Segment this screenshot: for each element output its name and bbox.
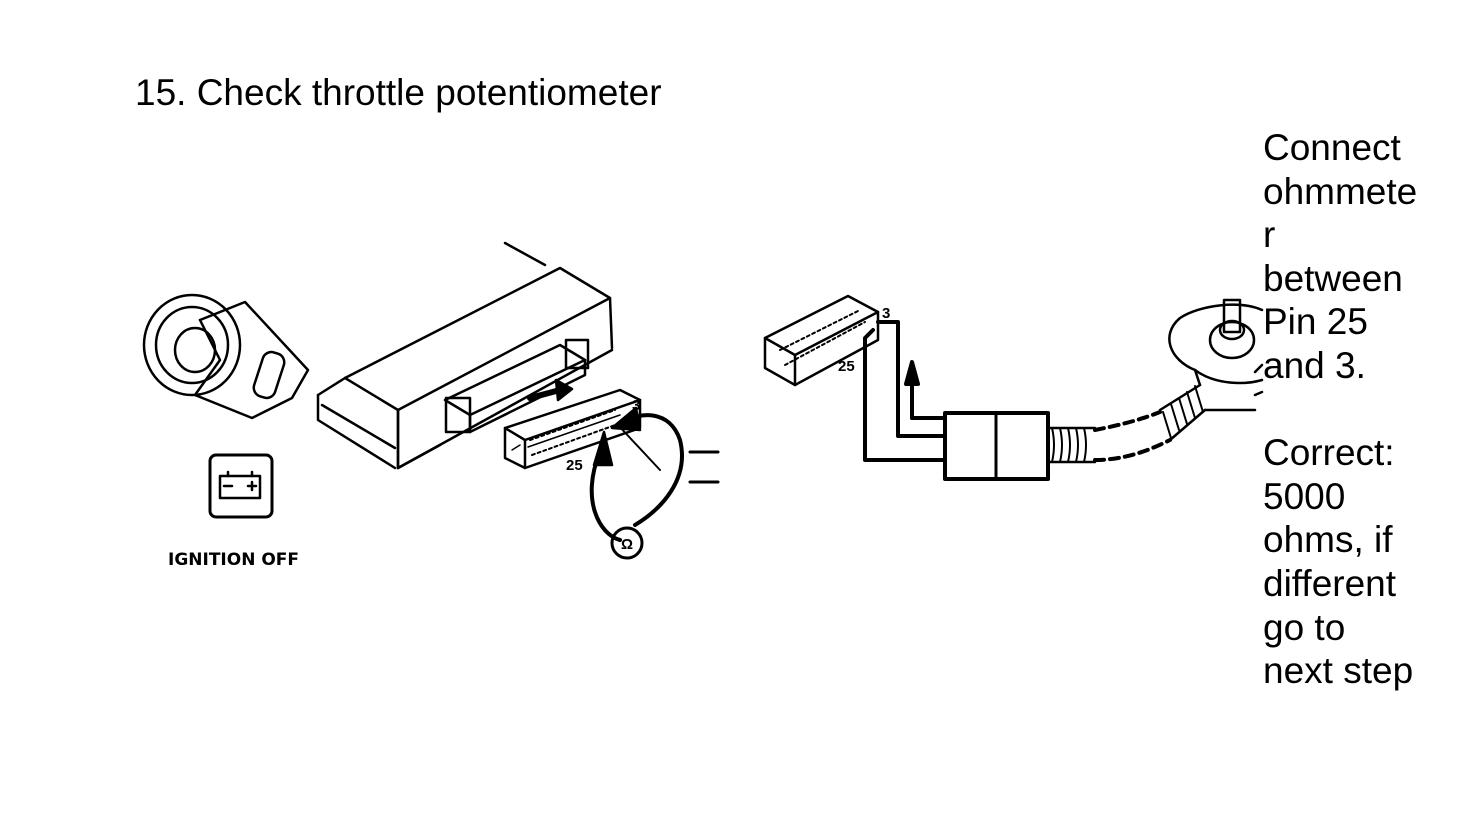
instruction-line: ohms, if bbox=[1263, 519, 1393, 561]
ohmmeter-probes bbox=[589, 406, 720, 560]
instruction-line: different bbox=[1263, 562, 1397, 604]
unplug-arrow-icon bbox=[527, 378, 574, 402]
pin-25-label-left: 25 bbox=[566, 457, 583, 474]
instruction-line: go to bbox=[1263, 606, 1346, 648]
ohm-symbol: Ω bbox=[621, 536, 633, 553]
throttle-potentiometer bbox=[1168, 298, 1264, 412]
instruction-line bbox=[1263, 388, 1463, 432]
pin-3-label-right: 3 bbox=[882, 305, 890, 322]
instruction-line: r bbox=[1263, 214, 1276, 256]
instruction-line: next step bbox=[1263, 650, 1414, 692]
instruction-line: and 3. bbox=[1263, 344, 1366, 386]
instruction-line: 5000 bbox=[1263, 475, 1346, 517]
pin-25-label-right: 25 bbox=[838, 358, 855, 375]
pin-3-label-left: 3 bbox=[632, 397, 640, 414]
instruction-line: between bbox=[1263, 257, 1403, 299]
instruction-line: ohmmete bbox=[1263, 170, 1418, 212]
instruction-line: Pin 25 bbox=[1263, 301, 1368, 343]
instruction-line: Correct: bbox=[1263, 432, 1395, 474]
inline-plug bbox=[943, 411, 1050, 481]
sensor-cable bbox=[1046, 383, 1207, 464]
page-title: 15. Check throttle potentiometer bbox=[135, 72, 662, 113]
instruction-line: Connect bbox=[1263, 127, 1401, 168]
control-unit bbox=[316, 241, 614, 470]
ignition-off-label: IGNITION OFF bbox=[168, 550, 299, 570]
battery-icon bbox=[208, 453, 274, 519]
ignition-key-icon bbox=[142, 293, 310, 420]
instruction-text: Connect ohmmete r between Pin 25 and 3. … bbox=[1263, 126, 1463, 693]
test-leads bbox=[863, 320, 947, 462]
ohmmeter-icon bbox=[610, 526, 644, 560]
harness-connector-right bbox=[763, 294, 880, 387]
